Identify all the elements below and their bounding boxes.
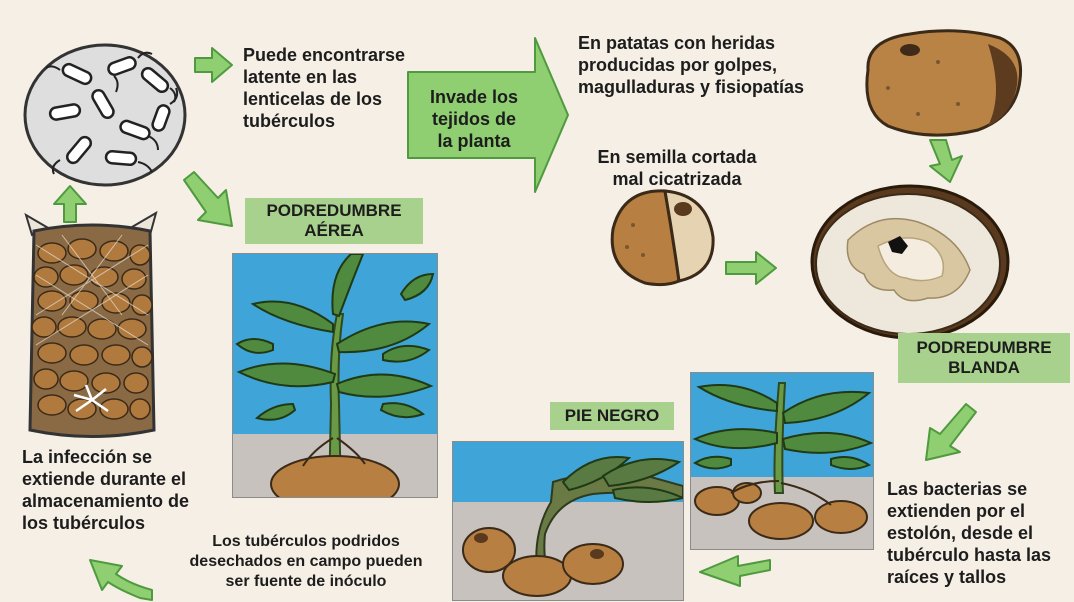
soft-rot-label: PODREDUMBRE BLANDA bbox=[898, 333, 1070, 383]
blackleg-scene bbox=[452, 441, 684, 601]
wounds-text: En patatas con heridas producidas por go… bbox=[578, 33, 805, 97]
big-arrow-icon bbox=[407, 37, 569, 193]
aerial-rot-label: PODREDUMBRE AÉREA bbox=[245, 198, 423, 244]
sliced-rotten-potato-icon bbox=[808, 180, 1013, 342]
bacteria-icon bbox=[20, 40, 190, 190]
spread-text: Las bacterias se extienden por el estoló… bbox=[887, 479, 1052, 587]
storage-text: La infección se extiende durante el alma… bbox=[22, 447, 190, 533]
arrow-right-icon bbox=[194, 47, 233, 83]
plant-tubers-scene bbox=[690, 372, 874, 550]
discarded-text: Los tubérculos podridos desechados en ca… bbox=[189, 533, 423, 590]
arrow-down-right-icon bbox=[183, 171, 233, 227]
seed-text: En semilla cortada mal cicatrizada bbox=[597, 147, 757, 189]
latent-text: Puede encontrarse latente en las lentice… bbox=[243, 45, 406, 131]
arrow-down-left-icon bbox=[925, 403, 977, 461]
arrow-down-icon bbox=[929, 139, 963, 183]
blackleg-label: PIE NEGRO bbox=[550, 402, 674, 430]
arrow-right-icon bbox=[725, 251, 777, 285]
arrow-left-icon bbox=[699, 555, 771, 587]
potato-icon bbox=[848, 18, 1028, 143]
sack-icon bbox=[22, 205, 162, 440]
cut-potato-icon bbox=[603, 185, 723, 290]
invade-text: Invade los tejidos de la planta bbox=[429, 87, 519, 151]
aerial-rot-scene bbox=[232, 253, 438, 498]
arrow-up-left-icon bbox=[89, 559, 153, 601]
arrow-up-icon bbox=[53, 185, 87, 223]
